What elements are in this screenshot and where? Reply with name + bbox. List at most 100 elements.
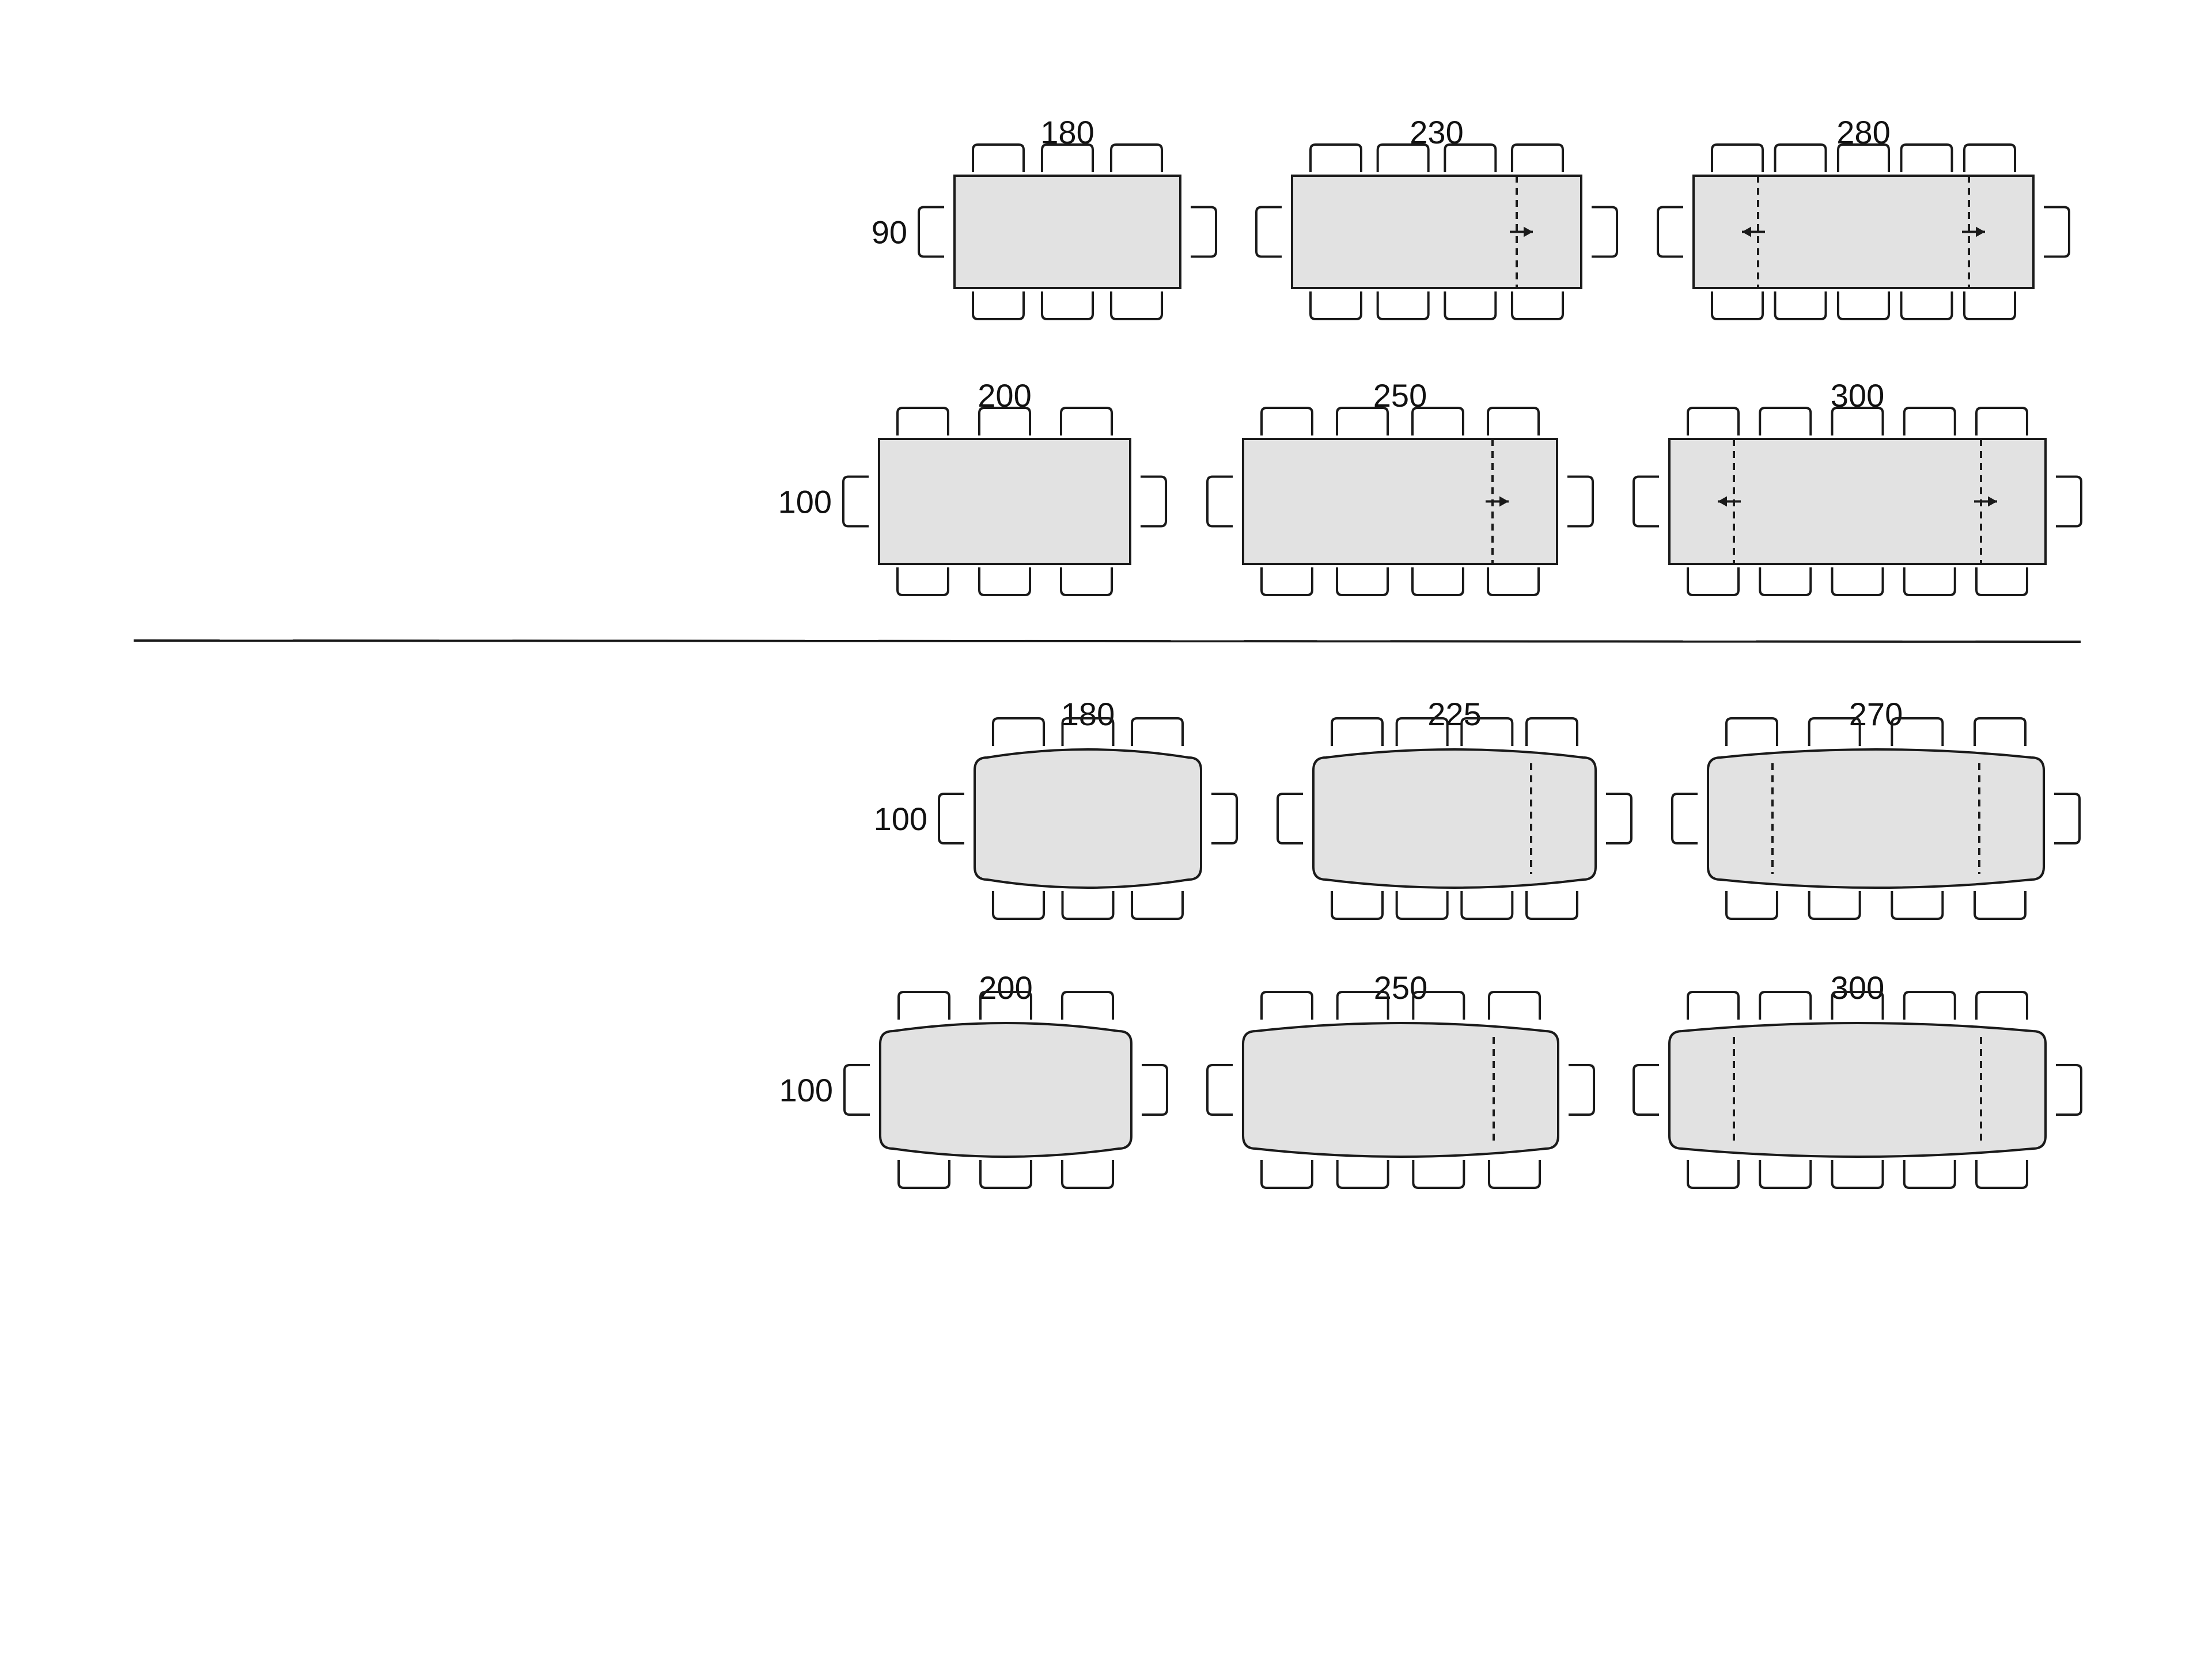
barrel-table-diagram: 250 <box>1206 969 1595 1189</box>
chair-left-end <box>918 206 944 258</box>
chair-bottom <box>1974 891 2027 920</box>
table-top <box>878 438 1131 565</box>
chair-top <box>1903 991 1956 1020</box>
chair-top <box>1260 991 1313 1020</box>
chair-top <box>1525 717 1578 746</box>
chair-top <box>1975 991 2028 1020</box>
table-top <box>1312 748 1597 889</box>
rectangular-table-diagram: 230 <box>1255 114 1618 320</box>
chair-top <box>1711 143 1764 172</box>
chair-bottom <box>1963 291 2016 320</box>
table-top <box>1242 438 1558 565</box>
chair-left-end <box>1633 475 1659 528</box>
table-top <box>953 175 1181 289</box>
chair-top <box>1900 143 1953 172</box>
chair-bottom <box>1041 291 1094 320</box>
table-length-label: 180 <box>1061 696 1115 732</box>
chair-top <box>1110 143 1163 172</box>
rectangular-table-diagram: 200 <box>842 377 1167 596</box>
chair-top <box>1131 717 1184 746</box>
chair-top <box>1309 143 1362 172</box>
chair-top <box>1974 717 2027 746</box>
chair-bottom <box>1061 1160 1114 1189</box>
table-top <box>974 748 1202 889</box>
barrel-table-diagram: 270 <box>1671 696 2081 920</box>
barrel-table-diagram: 225 <box>1277 696 1633 920</box>
chair-right-end <box>1569 1064 1595 1116</box>
chair-top <box>1831 991 1884 1020</box>
table-depth-label: 100 <box>779 1072 833 1108</box>
chair-bottom <box>1903 567 1956 596</box>
chair-top <box>1336 407 1389 435</box>
table-depth-label: 100 <box>778 484 832 520</box>
chair-left-end <box>1206 475 1233 528</box>
table-length-label: 225 <box>1427 696 1481 732</box>
chair-top <box>1060 407 1113 435</box>
chair-left-end <box>1657 206 1683 258</box>
chair-top <box>1260 407 1313 435</box>
chair-bottom <box>1395 891 1449 920</box>
chair-bottom <box>1309 291 1362 320</box>
chair-left-end <box>938 793 964 844</box>
chair-top <box>1376 143 1430 172</box>
chair-bottom <box>1412 1160 1465 1189</box>
chair-top <box>1774 143 1827 172</box>
chair-top <box>897 991 950 1020</box>
chair-bottom <box>1331 891 1384 920</box>
chair-top <box>1687 991 1740 1020</box>
chair-bottom <box>1525 891 1578 920</box>
chair-bottom <box>1725 891 1778 920</box>
chair-right-end <box>1606 793 1633 844</box>
table-top <box>1668 1022 2047 1158</box>
table-top <box>1242 1022 1559 1158</box>
chair-left-end <box>1206 1064 1233 1116</box>
chair-bottom <box>1711 291 1764 320</box>
barrel-table-diagram: 180 <box>938 696 1238 920</box>
chair-top <box>1061 717 1115 746</box>
chair-right-end <box>2056 475 2082 528</box>
chair-top <box>1041 143 1094 172</box>
chair-bottom <box>1903 1160 1956 1189</box>
table-depth-label: 90 <box>872 214 907 251</box>
chair-right-end <box>1567 475 1594 528</box>
chair-bottom <box>972 291 1025 320</box>
table-top <box>1291 175 1582 289</box>
chair-bottom <box>1831 567 1884 596</box>
chair-bottom <box>896 567 949 596</box>
chair-bottom <box>1444 291 1497 320</box>
rectangular-table-diagram: 250 <box>1206 377 1594 596</box>
chair-bottom <box>1891 891 1944 920</box>
chair-top <box>1395 717 1449 746</box>
section-divider <box>133 639 2081 643</box>
chair-bottom <box>1837 291 1890 320</box>
chair-top <box>896 407 949 435</box>
chair-bottom <box>1260 1160 1313 1189</box>
chair-bottom <box>1831 1160 1884 1189</box>
chair-top <box>1336 991 1389 1020</box>
chair-bottom <box>1487 567 1540 596</box>
chair-left-end <box>1277 793 1303 844</box>
table-length-label: 250 <box>1374 969 1427 1006</box>
chair-bottom <box>1460 891 1514 920</box>
chair-bottom <box>1759 1160 1812 1189</box>
rectangular-table-diagram: 280 <box>1657 114 2070 320</box>
chair-top <box>1411 407 1464 435</box>
chair-top <box>1061 991 1114 1020</box>
chair-bottom <box>1488 1160 1541 1189</box>
chair-left-end <box>843 1064 870 1116</box>
chair-left-end <box>1633 1064 1659 1116</box>
chair-top <box>1331 717 1384 746</box>
chair-right-end <box>2054 793 2081 844</box>
rectangular-table-diagram: 300 <box>1633 377 2082 596</box>
barrel-table-diagram: 200 <box>843 969 1168 1189</box>
chair-bottom <box>1060 567 1113 596</box>
chair-right-end <box>2044 206 2070 258</box>
chair-bottom <box>1687 567 1740 596</box>
chair-bottom <box>1411 567 1464 596</box>
chair-bottom <box>992 891 1045 920</box>
chair-left-end <box>1671 793 1698 844</box>
chair-top <box>1975 407 2028 435</box>
chair-top <box>972 143 1025 172</box>
